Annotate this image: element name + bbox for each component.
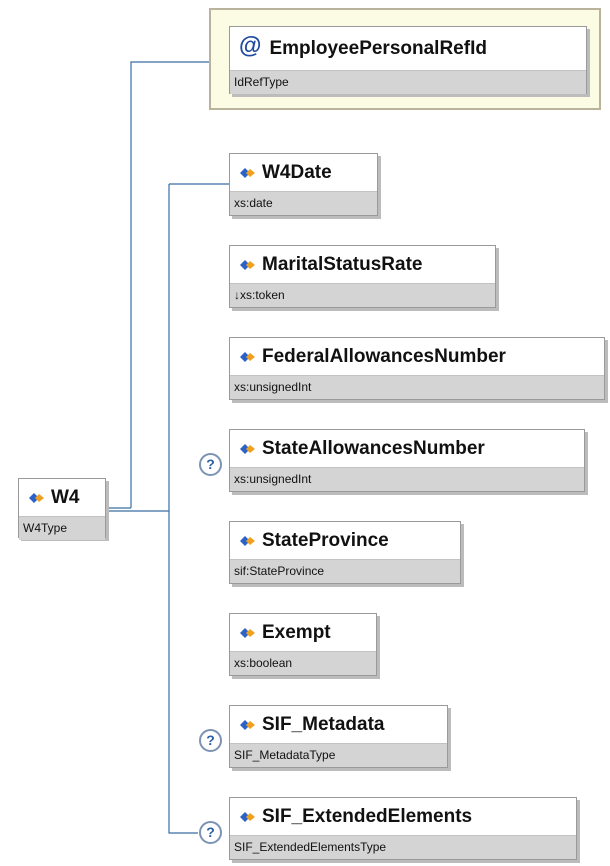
element-icon: [240, 627, 255, 638]
element-icon: [240, 811, 255, 822]
element-type: xs:date: [230, 191, 377, 215]
attribute-name: EmployeePersonalRefId: [269, 37, 487, 59]
element-state-allowances-number[interactable]: StateAllowancesNumber xs:unsignedInt: [229, 429, 585, 492]
element-header: SIF_Metadata: [230, 706, 447, 743]
element-name: Exempt: [262, 621, 331, 643]
element-marital-status-rate[interactable]: MaritalStatusRate ↓xs:token: [229, 245, 496, 308]
element-header: Exempt: [230, 614, 376, 651]
element-w4-date[interactable]: W4Date xs:date: [229, 153, 378, 216]
element-icon: [240, 443, 255, 454]
element-federal-allowances-number[interactable]: FederalAllowancesNumber xs:unsignedInt: [229, 337, 605, 400]
element-icon: [29, 492, 44, 503]
element-type: sif:StateProvince: [230, 559, 460, 583]
root-element-type: W4Type: [19, 516, 105, 540]
attribute-employee-personal-ref-id[interactable]: @ EmployeePersonalRefId IdRefType: [229, 26, 587, 94]
element-header: SIF_ExtendedElements: [230, 798, 576, 835]
root-element-header: W4: [19, 479, 105, 516]
element-type: xs:boolean: [230, 651, 376, 675]
optional-question-icon: ?: [199, 821, 222, 844]
element-name: FederalAllowancesNumber: [262, 345, 506, 367]
attribute-type: IdRefType: [230, 70, 586, 94]
attribute-at-icon: @: [239, 32, 262, 58]
element-name: MaritalStatusRate: [262, 253, 423, 275]
element-type: SIF_MetadataType: [230, 743, 447, 767]
optional-question-icon: ?: [199, 729, 222, 752]
element-type: xs:unsignedInt: [230, 467, 584, 491]
element-header: StateAllowancesNumber: [230, 430, 584, 467]
element-icon: [240, 535, 255, 546]
element-name: StateAllowancesNumber: [262, 437, 485, 459]
element-type: ↓xs:token: [230, 283, 495, 307]
element-exempt[interactable]: Exempt xs:boolean: [229, 613, 377, 676]
element-name: SIF_ExtendedElements: [262, 805, 473, 827]
element-header: MaritalStatusRate: [230, 246, 495, 283]
element-type: SIF_ExtendedElementsType: [230, 835, 576, 859]
element-name: StateProvince: [262, 529, 389, 551]
element-icon: [240, 351, 255, 362]
element-icon: [240, 719, 255, 730]
root-element-name: W4: [51, 486, 80, 508]
element-header: StateProvince: [230, 522, 460, 559]
element-type: xs:unsignedInt: [230, 375, 604, 399]
element-name: SIF_Metadata: [262, 713, 385, 735]
element-state-province[interactable]: StateProvince sif:StateProvince: [229, 521, 461, 584]
attribute-header: @ EmployeePersonalRefId: [230, 27, 586, 70]
element-icon: [240, 167, 255, 178]
element-header: FederalAllowancesNumber: [230, 338, 604, 375]
element-sif-metadata[interactable]: SIF_Metadata SIF_MetadataType: [229, 705, 448, 768]
element-icon: [240, 259, 255, 270]
element-name: W4Date: [262, 161, 332, 183]
optional-question-icon: ?: [199, 453, 222, 476]
root-element-w4[interactable]: W4 W4Type: [18, 478, 106, 540]
element-header: W4Date: [230, 154, 377, 191]
element-sif-extended-elements[interactable]: SIF_ExtendedElements SIF_ExtendedElement…: [229, 797, 577, 860]
